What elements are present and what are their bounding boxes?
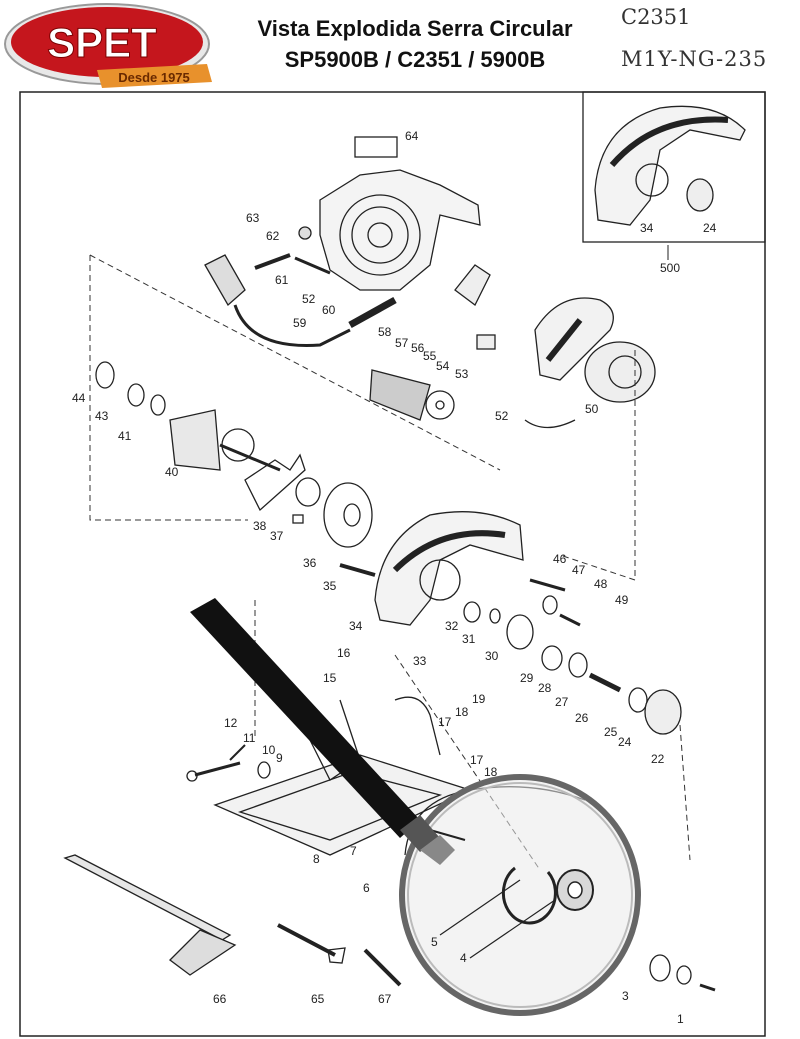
part-label: 37 [270,529,284,543]
part-label: 67 [378,992,392,1006]
diagram-frame [19,91,766,1037]
part-label: 6 [363,881,370,895]
part-label: 10 [262,743,276,757]
part-label: 65 [311,992,325,1006]
base-plate-group [63,696,716,992]
part-label: 55 [423,349,437,363]
armature-group [95,361,373,548]
part-label: 4 [460,951,467,965]
part-label: 30 [485,649,499,663]
part-label: 33 [413,654,427,668]
part-label: 17 [438,715,452,729]
part-label: 57 [395,336,409,350]
magnifying-glass-icon [190,598,641,1016]
part-label: 38 [253,519,267,533]
part-label: 58 [378,325,392,339]
part-label: 9 [276,751,283,765]
model-code-2: M1Y-NG-235 [621,47,768,71]
brand-logo: SPET Desde 1975 [2,2,217,94]
part-label: 24 [703,221,717,235]
part-label: 3 [622,989,629,1003]
part-label: 61 [275,273,289,287]
part-label: 59 [293,316,307,330]
part-label: 43 [95,409,109,423]
part-label: 22 [651,752,665,766]
part-label: 62 [266,229,280,243]
gear-case-group [339,511,682,735]
part-label: 18 [484,765,498,779]
inset-guard-assembly [594,105,746,226]
part-label: 63 [246,211,260,225]
brand-tagline: Desde 1975 [118,70,190,85]
part-label: 66 [213,992,227,1006]
part-label: 26 [575,711,589,725]
part-label: 12 [224,716,238,730]
part-label: 47 [572,563,586,577]
part-label: 44 [72,391,86,405]
page-title: Vista Explodida Serra Circular [257,16,573,41]
part-label: 31 [462,632,476,646]
part-label: 18 [455,705,469,719]
part-label: 17 [470,753,484,767]
part-label: 15 [323,671,337,685]
part-label: 7 [350,844,357,858]
part-label: 25 [604,725,618,739]
brand-name: SPET [47,19,157,66]
part-label: 34 [640,221,654,235]
part-label: 28 [538,681,552,695]
part-label: 40 [165,465,179,479]
part-label: 1 [677,1012,684,1026]
part-label: 16 [337,646,351,660]
part-label: 5 [431,935,438,949]
part-label: 52 [495,409,509,423]
part-label: 48 [594,577,608,591]
part-label: 53 [455,367,469,381]
part-label: 50 [585,402,599,416]
motor-housing-group [204,136,496,421]
part-label: 35 [323,579,337,593]
part-label: 49 [615,593,629,607]
part-label: 41 [118,429,132,443]
part-label: 24 [618,735,632,749]
part-label: 500 [660,261,680,275]
part-label: 54 [436,359,450,373]
part-label: 36 [303,556,317,570]
part-label: 46 [553,552,567,566]
inset-box-500 [582,91,766,243]
part-label: 60 [322,303,336,317]
part-label: 8 [313,852,320,866]
part-labels: 64 63 62 61 52 60 59 58 57 56 55 54 53 4… [72,129,717,1026]
part-label: 27 [555,695,569,709]
part-label: 29 [520,671,534,685]
part-label: 32 [445,619,459,633]
part-label: 56 [411,341,425,355]
part-label: 34 [349,619,363,633]
part-label: 19 [472,692,486,706]
part-label: 52 [302,292,316,306]
page-subtitle: SP5900B / C2351 / 5900B [284,47,546,72]
field-coil-group [524,297,656,429]
model-code-1: C2351 [621,5,691,29]
part-label: 11 [243,731,256,745]
part-label: 64 [405,129,419,143]
